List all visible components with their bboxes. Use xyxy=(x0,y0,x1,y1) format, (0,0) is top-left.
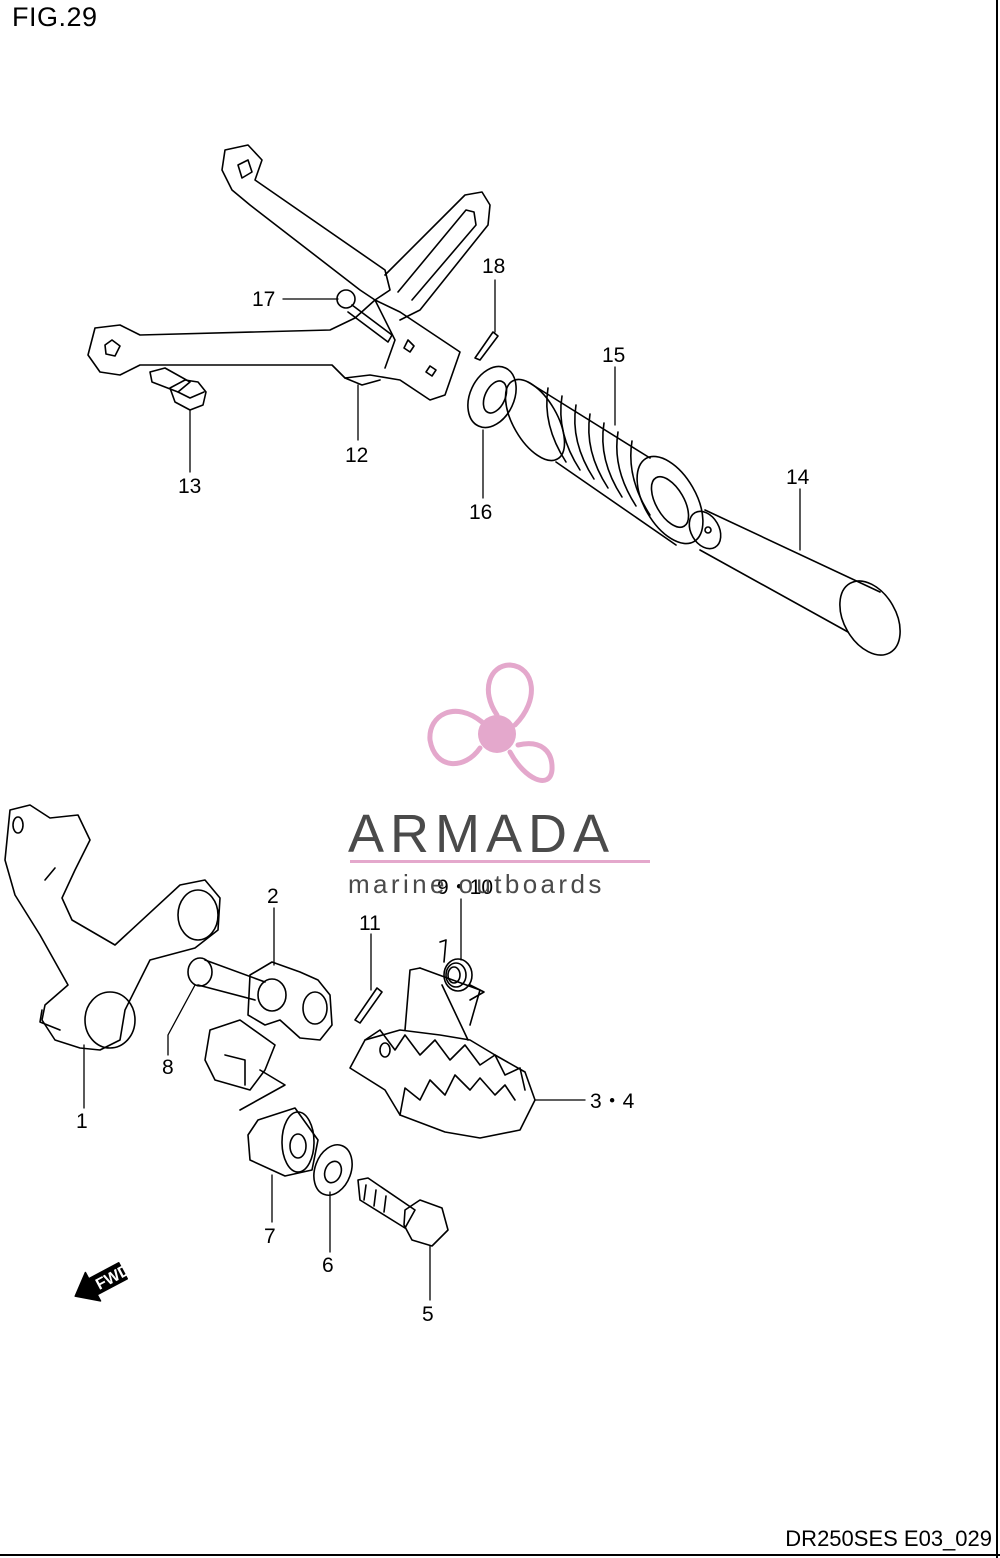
pin-8 xyxy=(187,957,266,1001)
drawing-code: DR250SES E03_029 xyxy=(785,1526,992,1551)
callout-6: 6 xyxy=(322,1254,334,1277)
watermark-tagline: marine outboards xyxy=(348,869,605,899)
collar-7 xyxy=(247,1107,319,1177)
leader-lines xyxy=(83,279,801,1301)
cotter-pin-18 xyxy=(474,331,499,361)
callout-15: 15 xyxy=(602,344,625,367)
footrest-rubber-15 xyxy=(504,378,704,546)
callout-labels: 1 2 3・4 5 6 7 8 9・10 11 12 13 14 15 16 1… xyxy=(76,255,810,1326)
cotter-pin-11 xyxy=(354,987,383,1024)
frame-border-bottom xyxy=(0,1554,1000,1556)
footpeg-bracket-2 xyxy=(204,961,333,1111)
callout-2: 2 xyxy=(267,885,279,908)
callout-8: 8 xyxy=(162,1056,174,1079)
callout-13: 13 xyxy=(178,475,201,498)
callout-7: 7 xyxy=(264,1225,276,1248)
callout-12: 12 xyxy=(345,444,368,467)
callout-18: 18 xyxy=(482,255,505,278)
washer-16 xyxy=(467,365,517,429)
footpeg-3-4 xyxy=(349,967,536,1139)
footrest-pin-14 xyxy=(688,509,901,656)
callout-14: 14 xyxy=(786,466,810,489)
footrest-bracket-1 xyxy=(4,804,221,1051)
return-spring-9-10 xyxy=(439,939,485,1041)
callout-3-4: 3・4 xyxy=(590,1090,635,1113)
bolt-5 xyxy=(357,1177,449,1247)
callout-9-10: 9・10 xyxy=(437,876,493,899)
callout-5: 5 xyxy=(422,1303,434,1326)
propeller-logo-icon xyxy=(427,662,555,783)
figure-title: FIG.29 xyxy=(12,2,98,32)
callout-17: 17 xyxy=(252,288,275,311)
callout-11: 11 xyxy=(359,912,381,935)
washer-6 xyxy=(313,1144,353,1196)
footrest-bracket-12 xyxy=(87,144,491,401)
callout-1: 1 xyxy=(76,1110,88,1133)
armada-watermark: ARMADA marine outboards xyxy=(348,662,650,899)
watermark-brand-name: ARMADA xyxy=(348,804,615,864)
bolt-13 xyxy=(149,367,207,411)
watermark-divider xyxy=(350,860,650,863)
frame-border-right xyxy=(996,0,998,1558)
callout-16: 16 xyxy=(469,501,492,524)
fwd-arrow-icon: FWD xyxy=(74,1262,133,1302)
